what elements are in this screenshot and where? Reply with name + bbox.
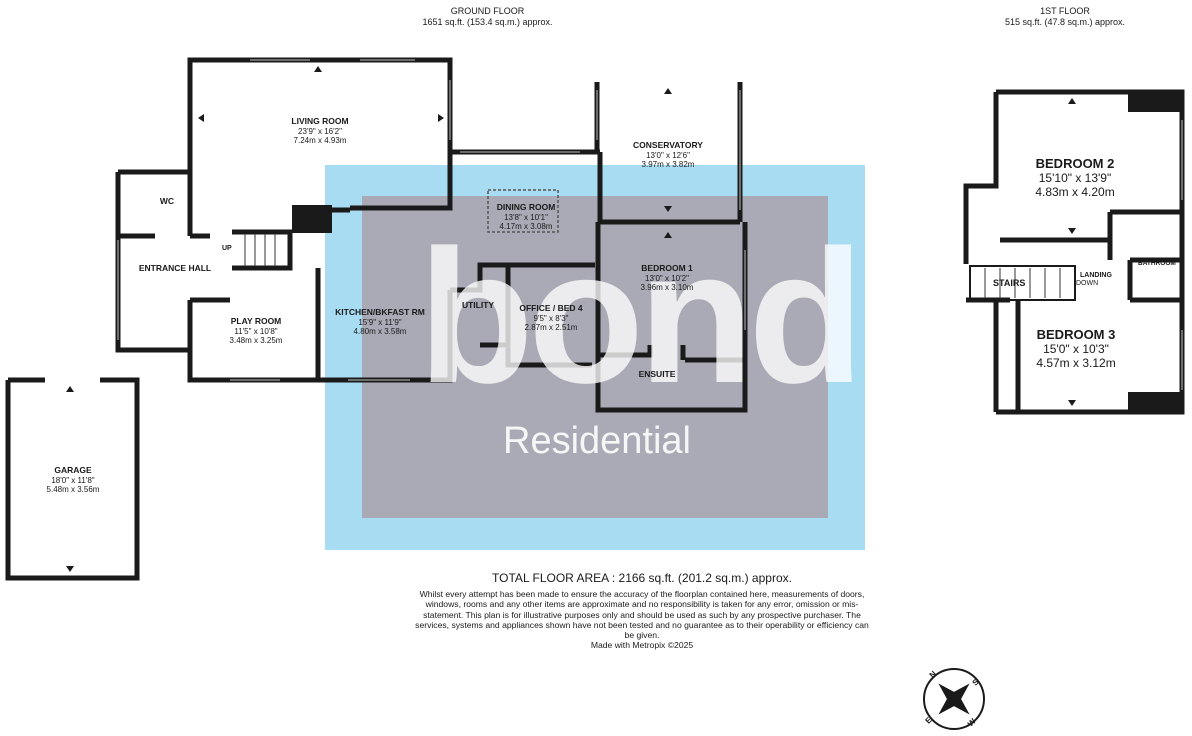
label-entrance-hall: ENTRANCE HALL bbox=[138, 263, 212, 274]
first-floor-header: 1ST FLOOR 515 sq.ft. (47.8 sq.m.) approx… bbox=[995, 6, 1135, 28]
arrow-marker bbox=[1068, 98, 1076, 104]
wall-garage bbox=[5, 377, 140, 581]
room-name: OFFICE / BED 4 bbox=[519, 303, 583, 313]
arrow-marker bbox=[198, 114, 204, 122]
compass-icon bbox=[923, 668, 985, 730]
room-name: GARAGE bbox=[54, 465, 92, 475]
room-imperial: 15'10" x 13'9" bbox=[1038, 171, 1112, 185]
room-name: BEDROOM 3 bbox=[1036, 327, 1116, 342]
room-imperial: 9'5" x 8'3" bbox=[533, 313, 569, 323]
room-imperial: 13'0" x 12'6" bbox=[646, 150, 690, 160]
room-imperial: 15'0" x 10'3" bbox=[1043, 342, 1109, 356]
room-office: OFFICE / BED 4 9'5" x 8'3" 2.87m x 2.51m bbox=[519, 303, 583, 333]
room-imperial: 13'0" x 10'2" bbox=[645, 273, 689, 283]
room-name: DINING ROOM bbox=[496, 202, 556, 212]
room-metric: 4.17m x 3.08m bbox=[499, 222, 553, 231]
room-dining: DINING ROOM 13'8" x 10'1" 4.17m x 3.08m bbox=[496, 202, 556, 232]
stairs-first-floor bbox=[969, 265, 1076, 301]
disclaimer: Whilst every attempt has been made to en… bbox=[412, 589, 872, 651]
ground-floor-title: GROUND FLOOR bbox=[450, 6, 525, 16]
wall-utility bbox=[450, 262, 595, 368]
room-living: LIVING ROOM 23'9" x 16'2" 7.24m x 4.93m bbox=[291, 116, 349, 146]
arrow-marker bbox=[66, 386, 74, 392]
first-floor-title: 1ST FLOOR bbox=[1040, 6, 1090, 16]
wall-first-floor-inner bbox=[1000, 209, 1182, 412]
wall-stairs bbox=[232, 229, 293, 271]
room-garage: GARAGE 18'0" x 11'8" 5.48m x 3.56m bbox=[46, 465, 100, 495]
wall-dining bbox=[350, 152, 603, 222]
total-floor-area: TOTAL FLOOR AREA : 2166 sq.ft. (201.2 sq… bbox=[492, 571, 792, 585]
wall-bedroom1 bbox=[595, 222, 748, 413]
chimney-breast bbox=[292, 205, 332, 233]
arrow-marker bbox=[1068, 228, 1076, 234]
metropix-credit: Made with Metropix ©2025 bbox=[590, 640, 694, 651]
label-text: UTILITY bbox=[461, 300, 495, 310]
room-conservatory: CONSERVATORY 13'0" x 12'6" 3.97m x 3.82m bbox=[633, 140, 703, 170]
label-ensuite: ENSUITE bbox=[638, 369, 676, 380]
room-metric: 7.24m x 4.93m bbox=[293, 136, 347, 145]
room-imperial: 11'5" x 10'8" bbox=[234, 326, 278, 336]
room-name: CONSERVATORY bbox=[633, 140, 703, 150]
room-name: BEDROOM 2 bbox=[1035, 156, 1115, 171]
room-name: BEDROOM 1 bbox=[641, 263, 693, 273]
wall-wc bbox=[115, 169, 193, 236]
label-stairs: STAIRS bbox=[993, 278, 1026, 288]
label-landing: LANDING bbox=[1080, 272, 1112, 279]
first-floor-area: 515 sq.ft. (47.8 sq.m.) approx. bbox=[1004, 17, 1126, 27]
room-playroom: PLAY ROOM 11'5" x 10'8" 3.48m x 3.25m bbox=[229, 316, 283, 346]
room-imperial: 18'0" x 11'8" bbox=[51, 475, 95, 485]
room-imperial: 15'9" x 11'9" bbox=[358, 317, 402, 327]
room-metric: 3.96m x 3.10m bbox=[640, 283, 694, 292]
disclaimer-text: Whilst every attempt has been made to en… bbox=[415, 589, 869, 641]
chimney-bed2 bbox=[1128, 92, 1182, 112]
arrow-marker bbox=[664, 206, 672, 212]
label-bathroom: BATHROOM bbox=[1138, 260, 1176, 267]
room-metric: 4.57m x 3.12m bbox=[1036, 356, 1116, 370]
arrow-marker bbox=[438, 114, 444, 122]
room-metric: 2.87m x 2.51m bbox=[524, 323, 578, 332]
arrow-marker bbox=[664, 232, 672, 238]
label-text: ENSUITE bbox=[638, 369, 676, 379]
label-up: UP bbox=[222, 245, 232, 252]
wall-entrance-hall bbox=[115, 233, 190, 353]
watermark-grey-panel bbox=[362, 196, 828, 518]
ground-floor-header: GROUND FLOOR 1651 sq.ft. (153.4 sq.m.) a… bbox=[405, 6, 570, 28]
room-name: PLAY ROOM bbox=[230, 316, 282, 326]
label-utility: UTILITY bbox=[461, 300, 495, 311]
skylight-dining bbox=[487, 189, 559, 233]
wall-first-floor bbox=[963, 89, 1185, 415]
arrow-marker bbox=[664, 88, 672, 94]
chimney-bed3 bbox=[1128, 392, 1182, 412]
room-metric: 4.80m x 3.58m bbox=[353, 327, 407, 336]
room-name: KITCHEN/BKFAST RM bbox=[335, 307, 425, 317]
room-metric: 5.48m x 3.56m bbox=[46, 485, 100, 494]
label-down: DOWN bbox=[1076, 280, 1099, 287]
watermark-subtitle: Residential bbox=[503, 420, 691, 462]
room-metric: 3.97m x 3.82m bbox=[641, 160, 695, 169]
arrow-marker bbox=[314, 66, 322, 72]
ground-floor-area: 1651 sq.ft. (153.4 sq.m.) approx. bbox=[422, 17, 553, 27]
arrow-marker bbox=[66, 566, 74, 572]
label-text: WC bbox=[159, 196, 175, 206]
room-metric: 4.83m x 4.20m bbox=[1035, 185, 1115, 199]
label-text: ENTRANCE HALL bbox=[138, 263, 212, 273]
room-imperial: 23'9" x 16'2" bbox=[298, 126, 342, 136]
room-bedroom2: BEDROOM 2 15'10" x 13'9" 4.83m x 4.20m bbox=[1035, 156, 1115, 200]
room-name: LIVING ROOM bbox=[291, 116, 349, 126]
label-wc: WC bbox=[159, 196, 175, 207]
watermark-brand: bond bbox=[418, 211, 864, 423]
room-bedroom3: BEDROOM 3 15'0" x 10'3" 4.57m x 3.12m bbox=[1036, 327, 1116, 371]
room-imperial: 13'8" x 10'1" bbox=[504, 212, 548, 222]
room-bedroom1: BEDROOM 1 13'0" x 10'2" 3.96m x 3.10m bbox=[640, 263, 694, 293]
room-kitchen: KITCHEN/BKFAST RM 15'9" x 11'9" 4.80m x … bbox=[335, 307, 425, 337]
room-metric: 3.48m x 3.25m bbox=[229, 336, 283, 345]
arrow-marker bbox=[1068, 400, 1076, 406]
